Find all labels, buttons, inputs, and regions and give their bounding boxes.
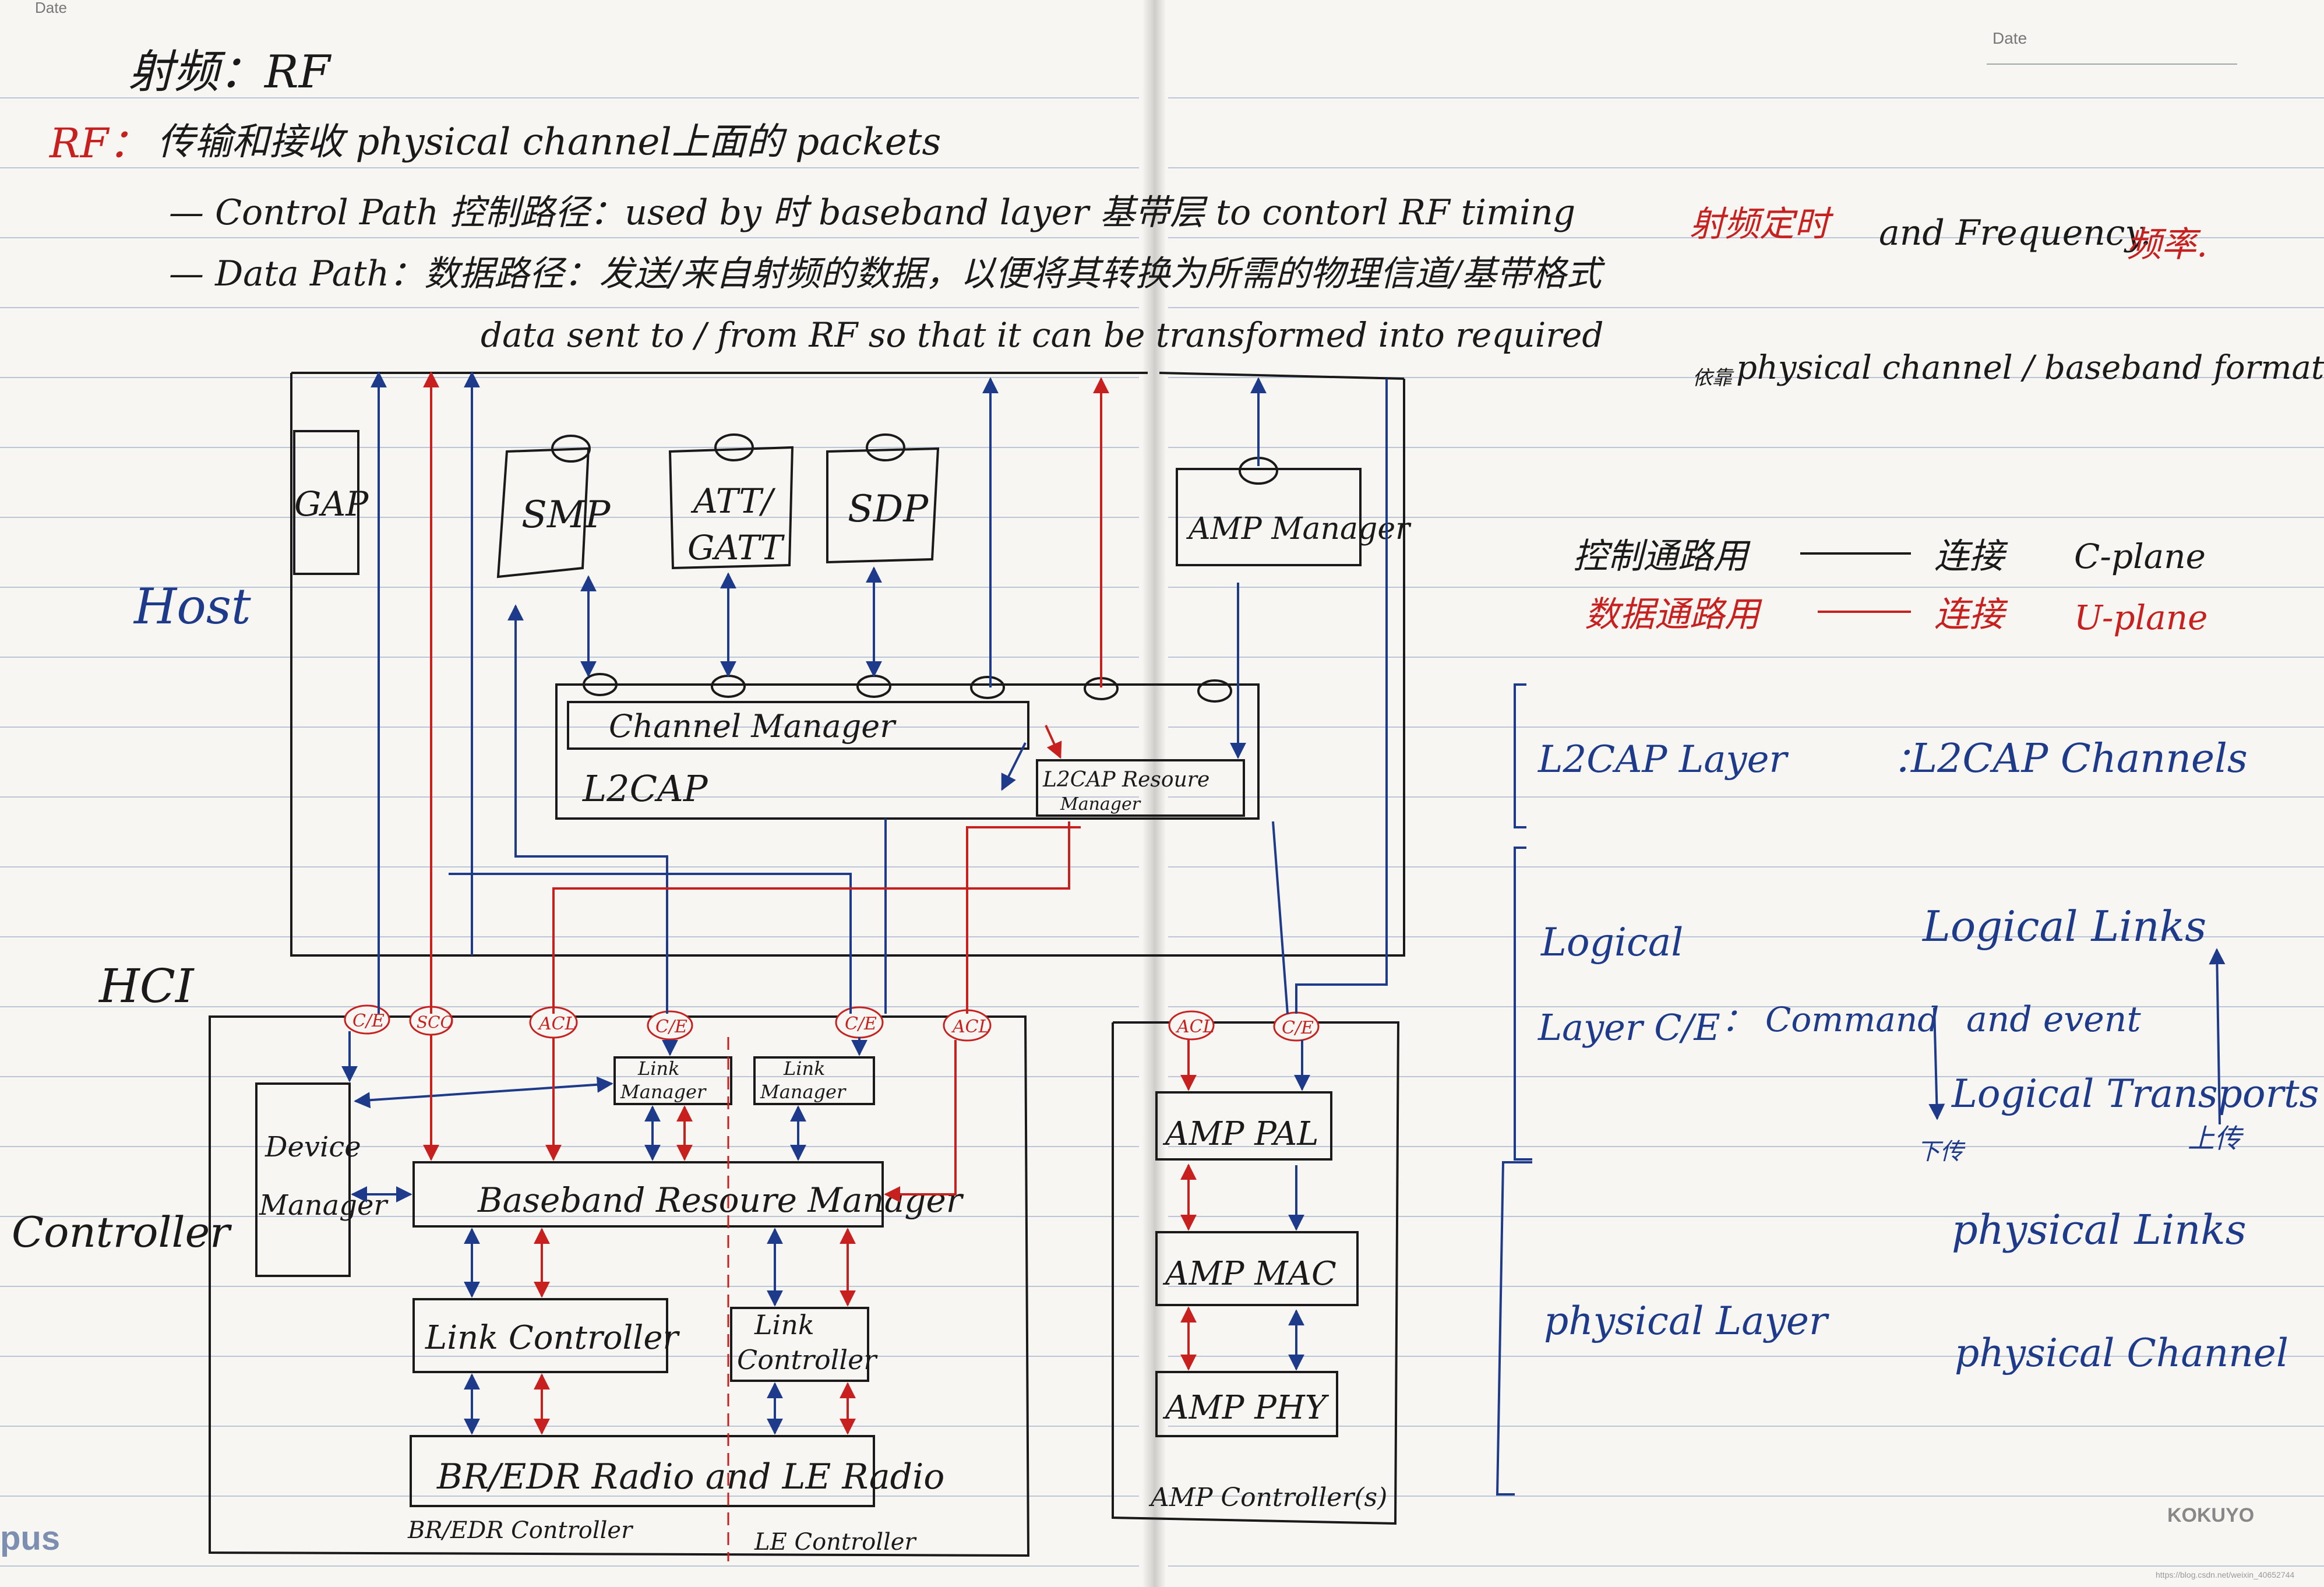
l2cap-rm-label-2: Manager — [1060, 794, 1141, 814]
l2cap-rm-label: L2CAP Resoure — [1042, 768, 1209, 792]
l2cap-sap-4 — [971, 677, 1004, 698]
control-path-red-note-2: 频率. — [2126, 224, 2207, 265]
l2cap-sap-2 — [712, 676, 745, 697]
legend-data-right: 连接 — [1934, 594, 2008, 635]
smp-label: SMP — [521, 493, 611, 537]
control-path-tail: and Frequency. — [1879, 213, 2152, 253]
data-path-english-small: 依靠 — [1692, 366, 1734, 390]
hci-label: HCI — [98, 959, 195, 1013]
att-label: ATT/ — [690, 481, 776, 521]
data-path-note: — Data Path：数据路径：发送/来自射频的数据，以便将其转换为所需的物理… — [169, 253, 1606, 294]
physical-layer-bracket — [1497, 1162, 1532, 1494]
amp-pal-label: AMP PAL — [1162, 1115, 1318, 1153]
hci-ce-1-label: C/E — [352, 1011, 385, 1031]
data-path-english: data sent to / from RF so that it can be… — [481, 315, 1603, 355]
l2cap-label: L2CAP — [582, 767, 708, 810]
l2cap-layer-label: L2CAP Layer — [1537, 738, 1789, 781]
legend-control-left: 控制通路用 — [1573, 536, 1751, 577]
hci-sco-label: SCO — [417, 1013, 454, 1032]
link-manager-1-label-2: Manager — [620, 1081, 707, 1103]
hci-acl-2-label: ACL — [951, 1017, 990, 1037]
and-event-label: and event — [1966, 999, 2141, 1040]
gatt-label: GATT — [687, 528, 785, 567]
brand-mark-left: pus — [0, 1519, 60, 1557]
controller-label: Controller — [12, 1208, 232, 1257]
hci-acl-3-label: ACL — [1175, 1017, 1215, 1037]
le-link-controller-label-2: Controller — [737, 1344, 878, 1376]
rf-prefix: RF： — [48, 119, 149, 167]
le-link-controller-label: Link — [754, 1309, 814, 1341]
legend-control-right: 连接 — [1934, 536, 2008, 577]
gap-label: GAP — [294, 484, 369, 524]
bredr-controller-label: BR/EDR Controller — [407, 1517, 634, 1544]
baseband-rm-label: Baseband Resoure Manager — [477, 1180, 964, 1220]
control-path-red-note: 射频定时 — [1690, 204, 1834, 245]
layer-annotations: L2CAP Layer ： L2CAP Channels Logical Lay… — [1497, 685, 2319, 1494]
amp-mac-label: AMP MAC — [1162, 1255, 1336, 1293]
hci-interfaces: C/E SCO ACL C/E C/E ACL ACL C/E — [345, 1006, 1318, 1041]
logical-layer-bracket — [1515, 848, 1532, 1159]
channel-manager-label: Channel Manager — [609, 708, 897, 745]
command-label: Command — [1765, 1000, 1939, 1039]
hci-ce-3-label: C/E — [845, 1014, 877, 1034]
host-label: Host — [133, 578, 251, 635]
layer-ce-label: Layer C/E — [1537, 1006, 1720, 1049]
legend-data-plane: U-plane — [2074, 598, 2207, 637]
legend-control-plane: C-plane — [2074, 537, 2206, 576]
data-path-english-tail: physical channel / baseband formats — [1736, 349, 2324, 387]
physical-channel-label: physical Channel — [1955, 1331, 2288, 1376]
date-label-left: Date — [35, 0, 67, 16]
logical-transports-label: Logical Transports — [1951, 1071, 2319, 1116]
hci-acl-1-label: ACL — [537, 1014, 577, 1034]
watermark: https://blog.csdn.net/weixin_40652744 — [2156, 1570, 2294, 1579]
link-manager-2-label-2: Manager — [760, 1081, 847, 1103]
date-label-right: Date — [1992, 29, 2027, 47]
amp-manager-label: AMP Manager — [1186, 512, 1412, 546]
device-manager-label: Device — [265, 1131, 361, 1163]
command-sep: ： — [1722, 1001, 1754, 1039]
radio-label: BR/EDR Radio and LE Radio — [436, 1456, 944, 1497]
link-manager-1-label: Link — [637, 1057, 679, 1080]
legend-data-left: 数据通路用 — [1585, 594, 1762, 635]
l2cap-channels-label: L2CAP Channels — [1910, 736, 2248, 782]
link-controller-label: Link Controller — [425, 1319, 680, 1357]
control-path-note: — Control Path 控制路径：used by 时 baseband l… — [169, 192, 1575, 233]
l2cap-layer-bracket — [1515, 685, 1526, 827]
up-label: 上传 — [2188, 1123, 2244, 1154]
logical-label: Logical — [1540, 920, 1683, 965]
physical-layer-label: physical Layer — [1544, 1299, 1829, 1343]
l2cap-sap-3 — [858, 676, 890, 697]
physical-links-label: physical Links — [1952, 1206, 2247, 1254]
link-manager-2-label: Link — [783, 1057, 825, 1080]
rf-definition: 传输和接收 physical channel上面的 packets — [157, 121, 941, 164]
hci-ce-4-label: C/E — [1282, 1018, 1314, 1038]
amp-phy-label: AMP PHY — [1162, 1389, 1329, 1427]
down-label: 下传 — [1917, 1138, 1966, 1165]
le-controller-label: LE Controller — [754, 1529, 917, 1556]
notes-heading: 射频：RF — [128, 46, 332, 98]
device-manager-box — [256, 1084, 350, 1276]
logical-links-label: Logical Links — [1921, 902, 2206, 951]
hci-ce-2-label: C/E — [655, 1017, 687, 1037]
brand-mark-right: KOKUYO — [2167, 1504, 2254, 1526]
sdp-label: SDP — [848, 488, 929, 531]
amp-controllers-label: AMP Controller(s) — [1148, 1483, 1387, 1512]
